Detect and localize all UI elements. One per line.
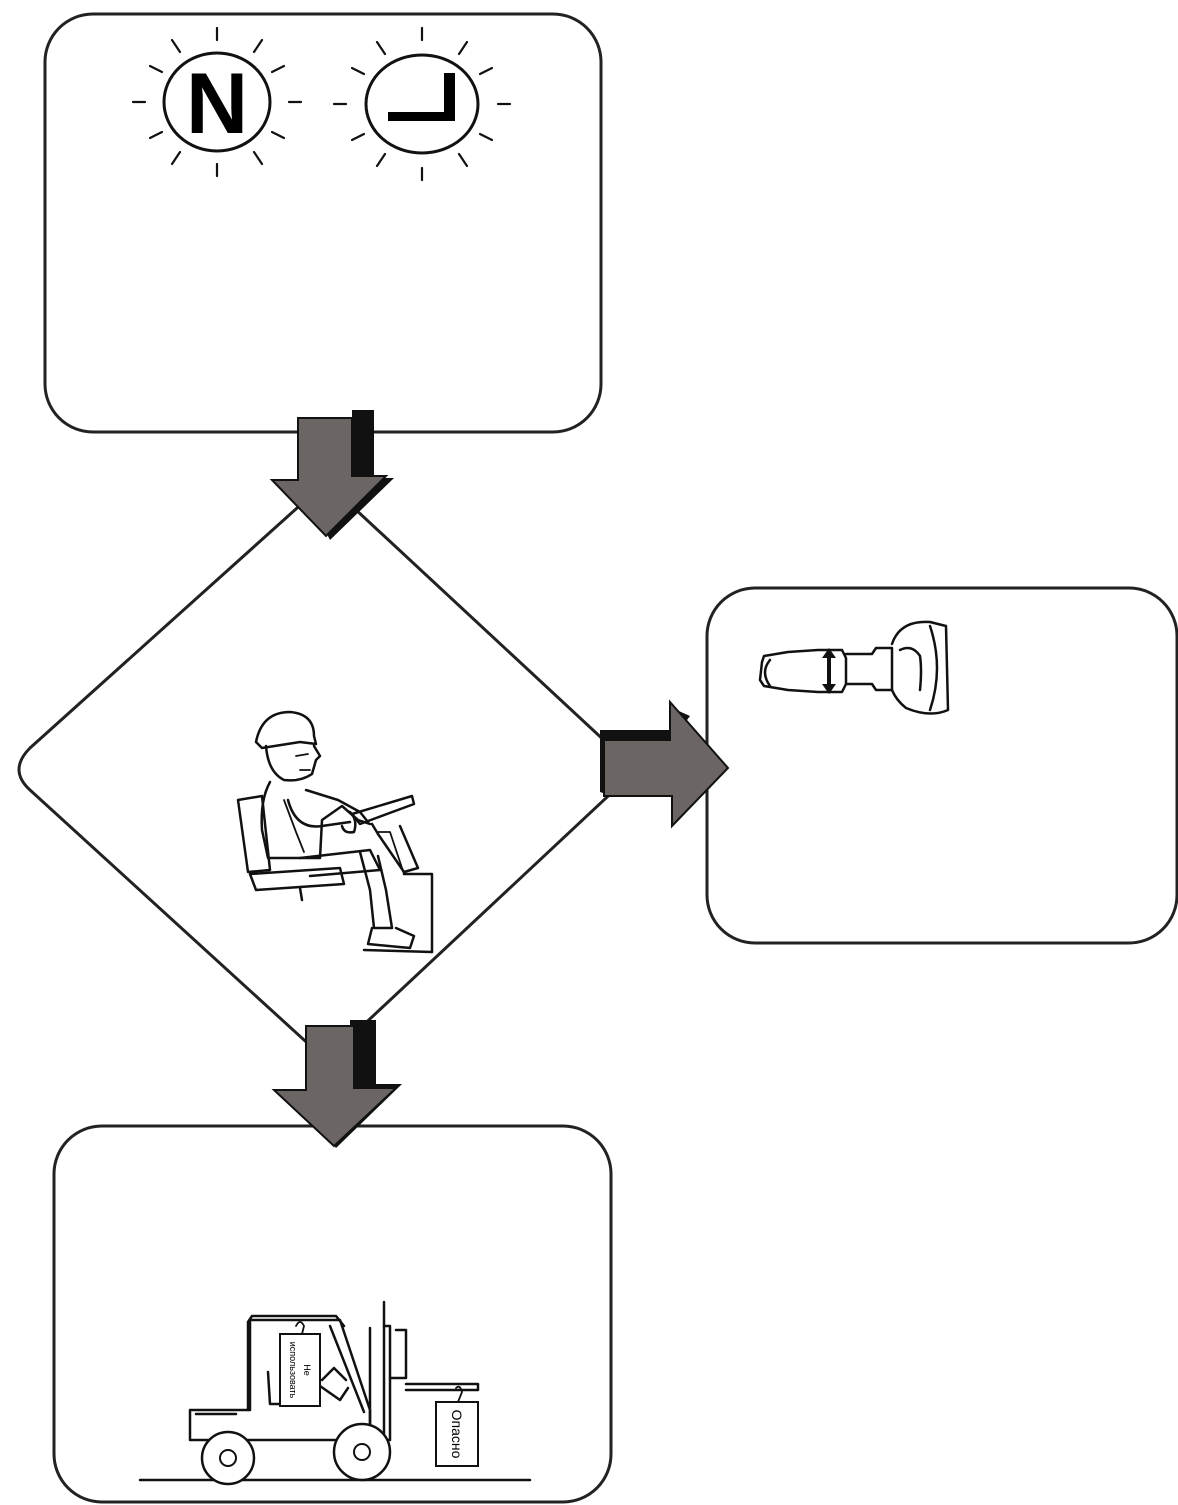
neutral-letter: N [186, 56, 248, 152]
right-step-box [705, 586, 1178, 945]
tag-do-not-use-line2: использовать [288, 1342, 298, 1399]
decision-diamond [17, 479, 639, 1063]
down-arrow-bottom [271, 1020, 402, 1148]
tag-do-not-use: Не использовать [288, 1342, 312, 1399]
neutral-indicator-icon: N [131, 26, 303, 178]
right-arrow [600, 699, 730, 829]
operator-seated-icon [236, 710, 434, 954]
tag-danger: Опасно [449, 1410, 465, 1459]
tag-danger-text: Опасно [449, 1410, 465, 1459]
bottom-step-box [52, 1124, 613, 1504]
down-arrow-top [269, 410, 394, 540]
parking-brake-indicator-icon [332, 26, 512, 182]
tag-do-not-use-line1: Не [302, 1364, 312, 1376]
forklift-tagged-icon [138, 1300, 532, 1486]
top-step-box [43, 12, 603, 434]
control-lever-icon [758, 620, 950, 715]
